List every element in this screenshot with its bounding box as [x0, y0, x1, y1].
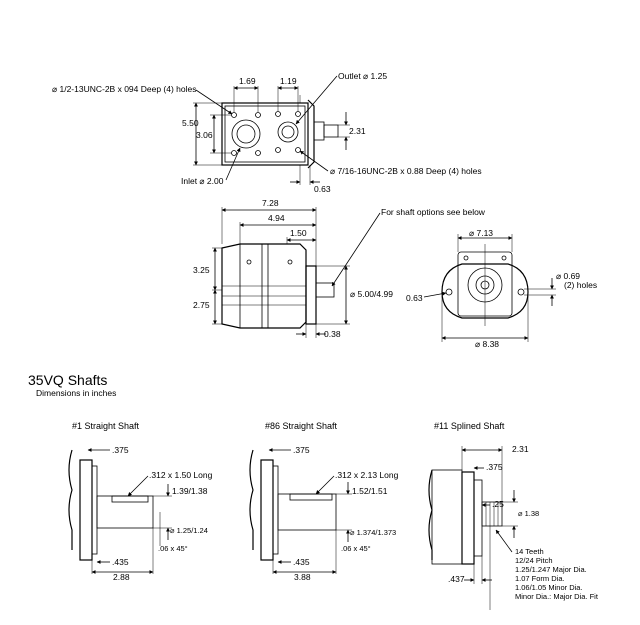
top-bolt-holes — [231, 111, 301, 156]
shaft-11-detail: #11 Splined Shaft 2.31 .375 .25 ⌀ 1.38 .… — [428, 421, 599, 610]
dim-4-94: 4.94 — [268, 213, 285, 223]
dim-3-06: 3.06 — [196, 130, 213, 140]
shaft-1-body — [96, 495, 154, 529]
shaft-1-detail: #1 Straight Shaft ⌀ 1.25/1.24 .375 .312 … — [68, 421, 213, 582]
shaft-1-435: .435 — [112, 557, 129, 567]
side-flange — [305, 265, 317, 325]
shaft-86-chamfer: .06 x 45° — [341, 544, 371, 553]
shaft-11-title: #11 Splined Shaft — [434, 421, 505, 431]
side-shaft — [315, 282, 335, 298]
top-view: 1.69 1.19 5.50 3.06 2.31 0.63 ⌀ 1/2-13UN… — [52, 71, 482, 194]
shaft-86-435: .435 — [293, 557, 310, 567]
dim-7-28: 7.28 — [262, 198, 279, 208]
dim-pilot: ⌀ 5.00/4.99 — [350, 289, 393, 299]
spline-spec-pitch: 12/24 Pitch — [515, 556, 553, 565]
shaft-11-2-31: 2.31 — [512, 444, 529, 454]
top-body-plate — [221, 102, 309, 166]
top-shaft — [323, 124, 339, 138]
shaft-1-chamfer: .06 x 45° — [158, 544, 188, 553]
note-shaft-options: For shaft options see below — [381, 207, 486, 217]
shaft-1-key-dim: 1.39/1.38 — [172, 486, 208, 496]
dim-0-63: 0.63 — [314, 184, 331, 194]
end-hole-right — [517, 288, 525, 296]
end-flange — [441, 263, 529, 319]
end-view: ⌀ 7.13 ⌀ 8.38 ⌀ 0.69 (2) holes 0.63 — [406, 228, 597, 349]
note-holes: (2) holes — [564, 280, 597, 290]
shaft-86-key — [289, 493, 333, 501]
dim-8-38: ⌀ 8.38 — [475, 339, 499, 349]
dim-5-50: 5.50 — [182, 118, 199, 128]
shaft-86-detail: #86 Straight Shaft ⌀ 1.374/1.373 .375 .3… — [249, 421, 399, 582]
note-inlet-holes: ⌀ 1/2-13UNC-2B x 094 Deep (4) holes — [52, 84, 197, 94]
spline-spec-minor: 1.06/1.05 Minor Dia. — [515, 583, 583, 592]
top-body-inner — [224, 105, 306, 163]
section-title: 35VQ Shafts — [28, 372, 107, 388]
dim-1-50: 1.50 — [290, 228, 307, 238]
inlet-port — [231, 119, 261, 149]
shaft-86-375: .375 — [293, 445, 310, 455]
note-outlet-holes: ⌀ 7/16-16UNC-2B x 0.88 Deep (4) holes — [330, 166, 482, 176]
dim-0-38: 0.38 — [324, 329, 341, 339]
shaft-86-body — [277, 493, 337, 531]
shaft-11-25: .25 — [492, 499, 504, 509]
end-hole-left — [445, 288, 453, 296]
side-view: 7.28 4.94 1.50 3.25 2.75 ⌀ 5.00/4.99 0.3… — [193, 198, 486, 339]
dim-3-25: 3.25 — [193, 265, 210, 275]
shaft-86-dia: ⌀ 1.374/1.373 — [350, 528, 396, 537]
shaft-1-375: .375 — [112, 445, 129, 455]
shaft-86-key-dim: 1.52/1.51 — [352, 486, 388, 496]
spline-spec-fit: Minor Dia.: Major Dia. Fit — [515, 592, 599, 601]
shaft-1-key-label: .312 x 1.50 Long — [149, 470, 213, 480]
shaft-1-title: #1 Straight Shaft — [72, 421, 140, 431]
dim-1-69: 1.69 — [239, 76, 256, 86]
section-subtitle: Dimensions in inches — [36, 388, 116, 398]
spline-spec-major: 1.25/1.247 Major Dia. — [515, 565, 587, 574]
dim-2-75: 2.75 — [193, 300, 210, 310]
shaft-11-375: .375 — [486, 462, 503, 472]
spline-spec-form: 1.07 Form Dia. — [515, 574, 565, 583]
shaft-86-title: #86 Straight Shaft — [265, 421, 338, 431]
shaft-1-length: 2.88 — [113, 572, 130, 582]
dim-2-31: 2.31 — [349, 126, 366, 136]
shaft-1-key — [111, 495, 149, 503]
note-inlet: Inlet ⌀ 2.00 — [181, 176, 224, 186]
shaft-11-spline — [481, 501, 503, 527]
dim-7-13: ⌀ 7.13 — [469, 228, 493, 238]
shaft-11-dia: ⌀ 1.38 — [518, 509, 539, 518]
spline-spec-teeth: 14 Teeth — [515, 547, 544, 556]
shaft-11-437: .437 — [448, 574, 465, 584]
dim-0-69: ⌀ 0.69 — [556, 271, 580, 281]
outlet-port — [277, 121, 299, 143]
note-outlet: Outlet ⌀ 1.25 — [338, 71, 387, 81]
dim-end-0-63: 0.63 — [406, 293, 423, 303]
shaft-86-length: 3.88 — [294, 572, 311, 582]
shaft-1-dia: ⌀ 1.25/1.24 — [170, 526, 208, 535]
shaft-86-key-label: .312 x 2.13 Long — [335, 470, 399, 480]
dim-1-19: 1.19 — [280, 76, 297, 86]
